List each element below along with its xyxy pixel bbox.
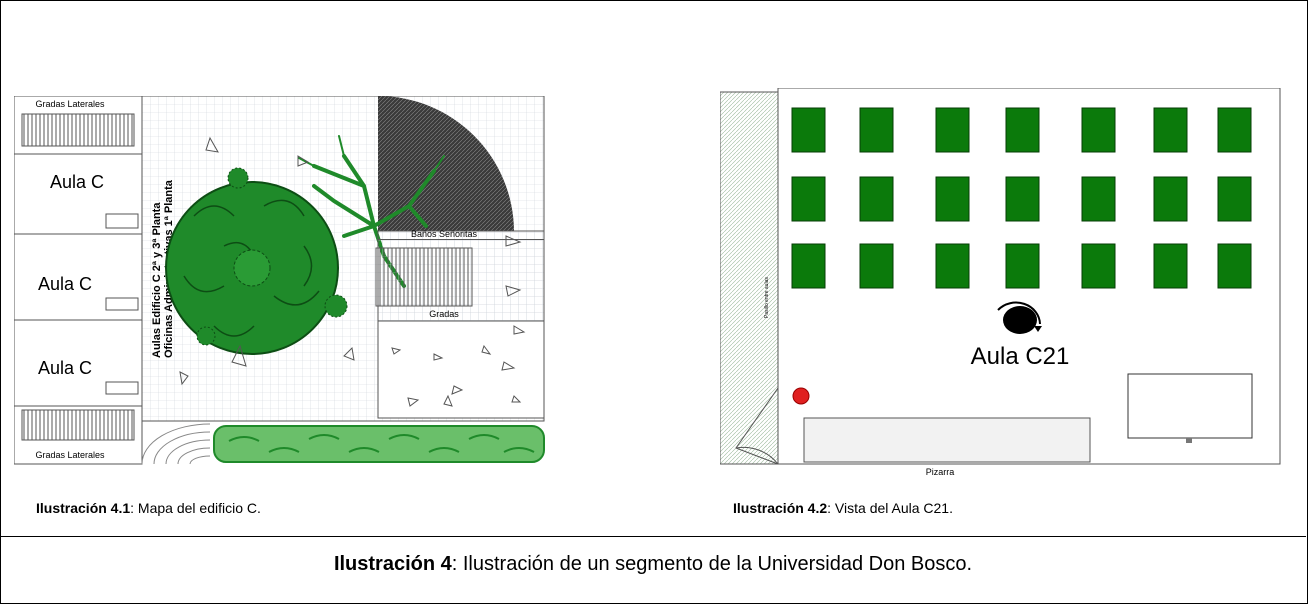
aula-box-2 bbox=[14, 233, 143, 321]
gradas-top-label: Gradas Laterales bbox=[35, 99, 105, 109]
desk bbox=[1153, 243, 1188, 289]
aula-c21-label: Aula C21 bbox=[971, 343, 1070, 370]
desk bbox=[1217, 243, 1252, 289]
aula-label-3: Aula C bbox=[38, 358, 92, 378]
vertical-label-aulas: Aulas Edificio C 2ª y 3ª Planta bbox=[151, 202, 163, 358]
desk bbox=[1153, 107, 1188, 153]
amphitheater bbox=[141, 423, 211, 465]
desk bbox=[935, 107, 970, 153]
aula-label-1: Aula C bbox=[50, 172, 104, 192]
desk bbox=[859, 176, 894, 222]
aula-label-2: Aula C bbox=[38, 274, 92, 294]
desk bbox=[859, 107, 894, 153]
main-caption: Ilustración 4: Ilustración de un segment… bbox=[333, 553, 973, 575]
branch-tree-icon bbox=[298, 135, 445, 288]
small-bush-icon-3 bbox=[196, 326, 216, 346]
desk bbox=[1005, 176, 1040, 222]
desk-grid bbox=[791, 107, 1252, 289]
gradas-label: Gradas bbox=[429, 309, 459, 319]
hedge-leaves bbox=[228, 434, 535, 453]
pasillo-label: Pasillo entre aulas bbox=[764, 277, 770, 318]
pizarra-label: Pizarra bbox=[926, 467, 955, 477]
desk bbox=[1081, 107, 1116, 153]
desk bbox=[791, 107, 826, 153]
desk bbox=[935, 176, 970, 222]
desk bbox=[1153, 176, 1188, 222]
desk bbox=[791, 243, 826, 289]
gradas-bottom-label: Gradas Laterales bbox=[35, 450, 105, 460]
scatter-triangles bbox=[179, 136, 526, 407]
small-bush-icon-2 bbox=[324, 294, 348, 318]
caption-4-1: Ilustración 4.1: Mapa del edificio C. bbox=[36, 500, 261, 516]
banos-label: Baños Señoritas bbox=[411, 229, 478, 239]
large-tree-icon bbox=[165, 181, 339, 355]
desk bbox=[1081, 243, 1116, 289]
teacher-desk bbox=[1127, 373, 1253, 439]
desk bbox=[1005, 107, 1040, 153]
stairs-top bbox=[21, 113, 135, 147]
courtyard-box bbox=[377, 320, 545, 419]
stairs-bottom bbox=[21, 409, 135, 441]
small-bush-icon bbox=[227, 167, 249, 189]
aula-c21-view: Pasillo entre aulas Aula C21 Pizarra bbox=[720, 88, 1281, 477]
desk bbox=[1081, 176, 1116, 222]
red-dot-icon bbox=[792, 387, 810, 405]
desk bbox=[859, 243, 894, 289]
desk bbox=[935, 243, 970, 289]
desk bbox=[1005, 243, 1040, 289]
hedge-strip bbox=[213, 425, 545, 463]
caption-4-2: Ilustración 4.2: Vista del Aula C21. bbox=[733, 500, 953, 516]
dark-quarter-area bbox=[378, 96, 514, 231]
desk bbox=[791, 176, 826, 222]
caption-divider bbox=[0, 536, 1306, 537]
pizarra-board bbox=[803, 417, 1091, 463]
aula-marker-icon bbox=[997, 301, 1042, 334]
desk bbox=[1217, 107, 1252, 153]
desk bbox=[1217, 176, 1252, 222]
stairs-center bbox=[375, 247, 473, 307]
building-c-map: Gradas Laterales Gradas Laterales Aula C… bbox=[14, 96, 545, 465]
